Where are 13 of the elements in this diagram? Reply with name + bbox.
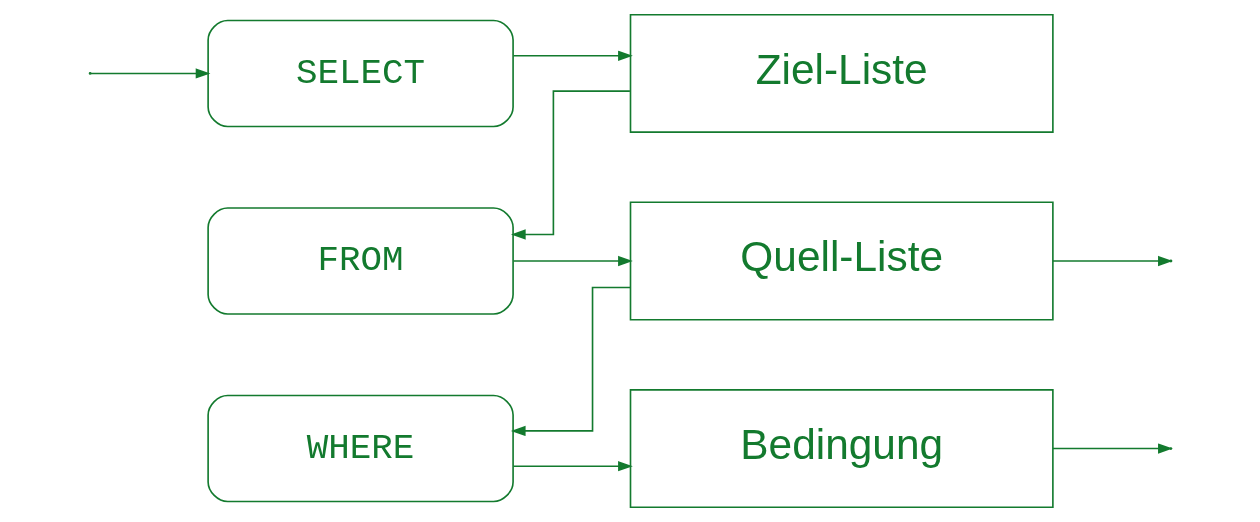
node-box: WHERE: [206, 394, 514, 503]
arrow: [512, 50, 633, 61]
node-box: Ziel-Liste: [629, 13, 1054, 133]
arrow: [89, 68, 210, 79]
node-box: SELECT: [206, 19, 514, 128]
node-box: FROM: [206, 207, 514, 315]
arrow: [510, 286, 631, 437]
node-box: Quell-Liste: [629, 201, 1054, 321]
arrow: [510, 90, 631, 240]
node-box: Bedingung: [629, 389, 1054, 509]
arrow: [1051, 443, 1173, 454]
arrow: [512, 255, 633, 267]
arrow: [512, 461, 633, 472]
